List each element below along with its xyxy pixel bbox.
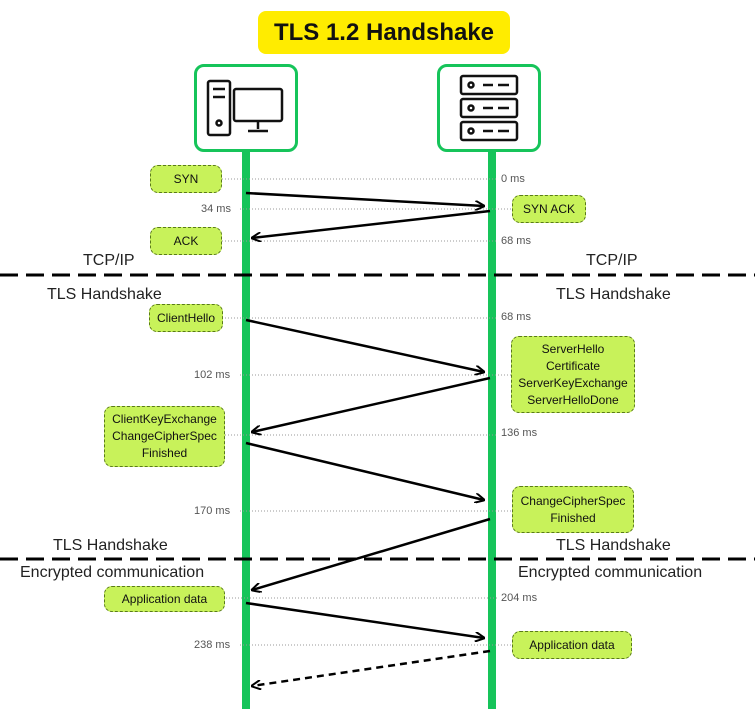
note-server-ccs-line: ChangeCipherSpec: [520, 493, 626, 508]
note-server-hello-line: ServerHelloDone: [527, 392, 619, 407]
note-server-hello-line: Certificate: [545, 358, 601, 373]
note-client-hello-text: ClientHello: [156, 310, 216, 325]
note-client-key-line: Finished: [141, 446, 188, 460]
section-label-tcp-right: TCP/IP: [586, 252, 638, 269]
server-box: [437, 64, 541, 152]
note-ack: ACK: [150, 227, 222, 255]
section-label-enc-right: Encrypted communication: [518, 564, 703, 581]
time-label: 170 ms: [194, 505, 231, 517]
section-label-enc-left: Encrypted communication: [20, 564, 205, 581]
section-label-tls-top-left: TLS Handshake: [47, 286, 162, 303]
time-label: 68 ms: [501, 235, 531, 247]
server-lifeline: [488, 150, 496, 709]
note-app-server: Application data: [512, 631, 632, 659]
section-label-tls-bottom-left: TLS Handshake: [53, 537, 168, 554]
arrow-app-server: [252, 649, 491, 686]
arrow-app-client: [245, 601, 484, 638]
note-server-hello-line: ServerHello: [541, 341, 605, 356]
arrow-client-hello: [245, 318, 484, 372]
time-label: 68 ms: [501, 311, 531, 323]
note-server-ccs-line: Finished: [550, 510, 596, 525]
note-app-client-text: Application data: [121, 591, 208, 606]
time-label: 34 ms: [201, 203, 231, 215]
arrow-client-key: [245, 441, 484, 500]
note-syn-ack: SYN ACK: [512, 195, 586, 223]
time-label: 204 ms: [501, 592, 538, 604]
arrow-syn: [245, 191, 484, 206]
diagram-title: TLS 1.2 Handshake: [258, 11, 510, 54]
note-app-client: Application data: [104, 586, 225, 612]
client-lifeline: [242, 150, 250, 709]
section-label-tcp-left: TCP/IP: [83, 252, 135, 269]
note-client-key-line: ClientKeyExchange: [112, 412, 217, 426]
time-label: 238 ms: [194, 639, 231, 651]
arrow-server-ccs: [252, 517, 491, 590]
desktop-computer-icon: [206, 79, 284, 137]
note-server-ccs: ChangeCipherSpec Finished: [512, 486, 634, 533]
arrow-syn-ack: [252, 209, 491, 238]
note-server-hello-line: ServerKeyExchange: [518, 375, 628, 390]
note-ack-text: ACK: [173, 233, 199, 248]
note-syn-ack-text: SYN ACK: [522, 201, 576, 216]
note-server-hello: ServerHello Certificate ServerKeyExchang…: [511, 336, 635, 413]
time-label: 136 ms: [501, 427, 538, 439]
note-syn: SYN: [150, 165, 222, 193]
time-label: 0 ms: [501, 173, 525, 185]
time-label: 102 ms: [194, 369, 231, 381]
server-rack-icon: [459, 74, 519, 142]
note-syn-text: SYN: [173, 171, 199, 186]
section-label-tls-top-right: TLS Handshake: [556, 286, 671, 303]
arrow-server-hello: [252, 376, 491, 432]
note-client-hello: ClientHello: [149, 304, 223, 332]
note-app-server-text: Application data: [529, 637, 615, 652]
section-label-tls-bottom-right: TLS Handshake: [556, 537, 671, 554]
note-client-key-line: ChangeCipherSpec: [112, 429, 217, 443]
note-client-key: ClientKeyExchange ChangeCipherSpec Finis…: [104, 406, 225, 467]
